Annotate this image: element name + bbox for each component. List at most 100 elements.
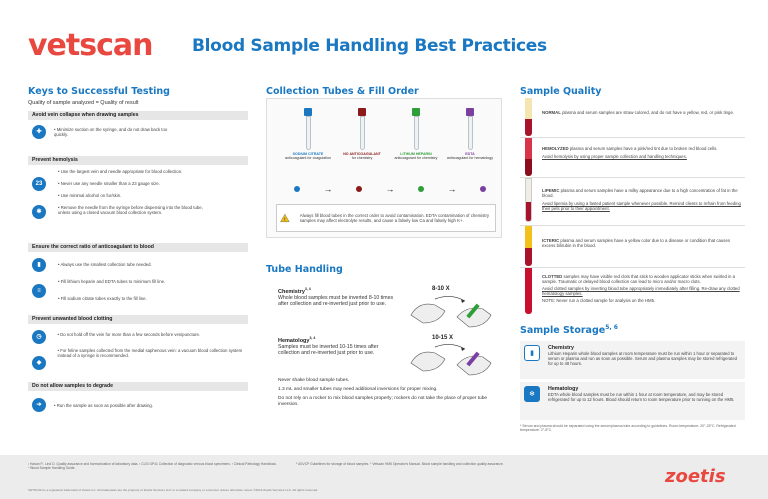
tube-body: [359, 116, 365, 150]
hand-inverting-tube-icon: [410, 344, 492, 376]
tube-cap: [358, 108, 366, 116]
handling-hematology: Hematology3, 4 Samples must be inverted …: [278, 336, 398, 357]
storage-chem-body: Chemistry Lithium Heparin whole blood sa…: [548, 345, 738, 375]
svg-text:!: !: [284, 217, 286, 222]
run-icon: ➔: [32, 398, 46, 412]
tube-use: anticoagulant for coagulation: [285, 156, 331, 161]
quality-note: Avoid lipemia by using a fasted patient …: [542, 201, 741, 211]
tube-use: anticoagulant for chemistry: [394, 156, 438, 161]
keys-group-degrade: Do not allow samples to degrade ➔ • Run …: [28, 382, 248, 412]
storage-hematology: ❄ Hematology EDTA whole blood samples mu…: [520, 382, 745, 420]
fill-order-sequence: → → →: [294, 184, 486, 194]
list-item: • Minimize suction on the syringe, and d…: [54, 127, 168, 137]
list-item: • Fill sodium citrate tubes exactly to t…: [58, 296, 147, 301]
list-item: • Fill lithium heparin and EDTA tubes to…: [58, 279, 166, 284]
vetscan-logo: vetscan: [28, 28, 153, 63]
keys-group-vein: Avoid vein collapse when drawing samples…: [28, 111, 248, 143]
group-heading: Avoid vein collapse when drawing samples: [28, 111, 248, 120]
list-item: • Always use the smallest collection tub…: [58, 262, 152, 267]
quality-note: Avoid hemolysis by using proper sample c…: [542, 154, 687, 159]
footer-refs-left: ¹ Hasan P., Lind D. Quality assurance an…: [28, 462, 277, 471]
tube-body: [467, 116, 473, 150]
quality-row-normal: NORMAL plasma and serum samples are stra…: [520, 98, 745, 138]
storage-hema-title: Hematology: [548, 386, 579, 392]
warning-box: ! Always fill blood tubes in the correct…: [276, 204, 496, 232]
page-title: Blood Sample Handling Best Practices: [192, 36, 547, 56]
quality-desc: LIPEMIC plasma and serum samples have a …: [542, 178, 742, 225]
arrow-right-icon: →: [385, 184, 395, 194]
quality-text: plasma and serum samples have a milky ap…: [542, 188, 738, 198]
cat-icon: ◆: [32, 356, 46, 370]
order-dot-4: [480, 186, 486, 192]
tube-swatch: [524, 178, 532, 222]
footer: [0, 455, 768, 499]
tube-icon: ▮: [32, 258, 46, 272]
quality-desc: CLOTTED samples may have visible red clo…: [542, 268, 742, 320]
order-dot-3: [418, 186, 424, 192]
chem-inversion-count: 8-10 X: [432, 286, 450, 292]
storage-hema-body: Hematology EDTA whole blood samples must…: [548, 386, 738, 416]
quality-label: LIPEMIC: [542, 188, 560, 193]
tube-use: for chemistry: [351, 156, 373, 161]
chem-text: Whole blood samples must be inverted 8-1…: [278, 294, 394, 308]
warning-text: Always fill blood tubes in the correct o…: [299, 213, 490, 223]
hema-text: Samples must be inverted 10-15 times aft…: [278, 343, 379, 357]
chem-sup: 3, 4: [304, 287, 311, 291]
needle-gauge-icon: 23: [32, 177, 46, 191]
quality-label: NORMAL: [542, 110, 561, 115]
note-item: Do not rely on a rocker to mix blood sam…: [278, 396, 488, 407]
alcohol-icon: ✱: [32, 205, 46, 219]
list-item: • For feline samples collected from the …: [57, 348, 243, 358]
tube-name: NO ANTICOAGULANT: [343, 152, 381, 156]
tube-cap: [466, 108, 474, 116]
group-heading: Prevent hemolysis: [28, 156, 248, 165]
tube-name: SODIUM CITRATE: [292, 152, 324, 156]
tube-no-anticoagulant: NO ANTICOAGULANT for chemistry: [338, 108, 386, 160]
tube-cap: [412, 108, 420, 116]
keys-group-ratio: Ensure the correct ratio of anticoagulan…: [28, 243, 248, 301]
footer-refs-right: ⁵ ASVCP Guidelines for storage of blood …: [296, 462, 504, 466]
handling-chemistry: Chemistry3, 4 Whole blood samples must b…: [278, 287, 398, 308]
storage-footnote: * Serum and plasma should be separated u…: [520, 424, 736, 433]
quality-text: plasma and serum samples have a yellow c…: [542, 238, 730, 248]
quality-title: Sample Quality: [520, 86, 602, 97]
arrow-right-icon: →: [447, 184, 457, 194]
timer-icon: ◷: [32, 330, 46, 344]
tube-body: [305, 116, 311, 150]
keys-subtitle: Quality of sample analyzed = Quality of …: [28, 100, 139, 106]
list-item: • Remove the needle from the syringe bef…: [58, 205, 203, 215]
quality-note2: NOTE: Never run a clotted sample for ana…: [542, 298, 656, 303]
hema-sup: 3, 4: [309, 336, 316, 340]
tube-sodium-citrate: SODIUM CITRATE anticoagulant for coagula…: [284, 108, 332, 160]
keys-group-clotting: Prevent unwanted blood clotting ◷ ◆ • Do…: [28, 315, 248, 370]
quality-label: CLOTTED: [542, 274, 563, 279]
quality-text: plasma and serum samples have a pink/red…: [569, 146, 718, 151]
note-item: Never shake blood sample tubes.: [278, 378, 350, 383]
order-dot-1: [294, 186, 300, 192]
syringe-icon: ✚: [32, 125, 46, 139]
list-item: • Do not hold off the vein for more than…: [57, 332, 201, 337]
quality-desc: HEMOLYZED plasma and serum samples have …: [542, 138, 742, 177]
tube-cap: [304, 108, 312, 116]
quality-text: plasma and serum samples are straw color…: [562, 110, 735, 115]
tube-swatch: [524, 268, 532, 314]
group-heading: Do not allow samples to degrade: [28, 382, 248, 391]
list-item: • Use minimal alcohol on fur/skin.: [58, 193, 122, 198]
refrigerator-icon: ❄: [524, 386, 540, 402]
hand-inverting-tube-icon: [410, 296, 492, 328]
tube-swatch: [524, 98, 532, 136]
quality-desc: NORMAL plasma and serum samples are stra…: [542, 98, 742, 137]
tube-edta: EDTA anticoagulant for hematology: [446, 108, 494, 160]
quality-label: ICTERIC: [542, 238, 560, 243]
tube-swatch: [524, 138, 532, 176]
tube-name: EDTA: [465, 152, 475, 156]
tube-name: LITHIUM HEPARIN: [400, 152, 432, 156]
group-heading: Ensure the correct ratio of anticoagulan…: [28, 243, 248, 252]
footer-legal: VETSCAN is a registered trademark of Zoe…: [28, 488, 319, 492]
list-item: • Use the largest vein and needle approp…: [58, 169, 183, 174]
warning-icon: !: [280, 213, 290, 222]
storage-title: Sample Storage5, 6: [520, 324, 618, 336]
tube-storage-icon: ▮: [524, 345, 540, 361]
keys-title: Keys to Successful Testing: [28, 86, 170, 97]
storage-sup: 5, 6: [605, 324, 618, 331]
